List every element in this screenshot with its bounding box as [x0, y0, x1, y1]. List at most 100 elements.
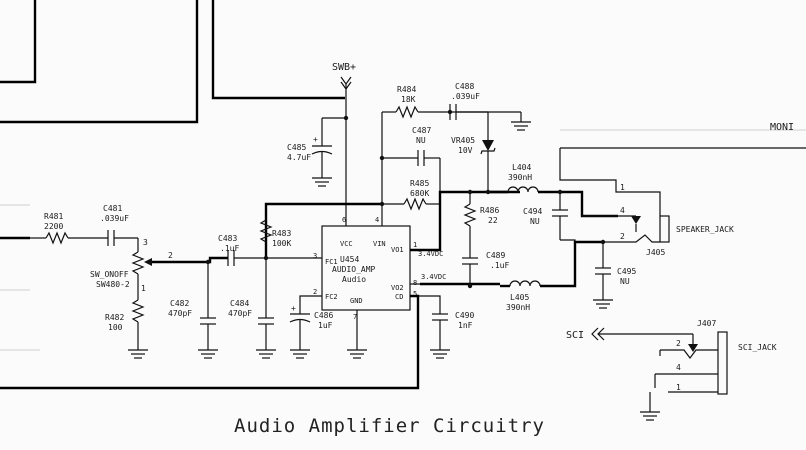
capacitor-c490: C490 1nF [410, 295, 474, 350]
svg-text:NU: NU [416, 136, 426, 145]
ground-icon [347, 349, 367, 359]
svg-text:2: 2 [168, 251, 173, 260]
svg-text:680K: 680K [410, 189, 429, 198]
ic-pin-vin: VIN [373, 240, 386, 248]
svg-text:+: + [313, 135, 318, 144]
svg-text:C494: C494 [523, 207, 542, 216]
svg-text:1uF: 1uF [318, 321, 333, 330]
capacitor-c488: C488 .039uF [449, 82, 521, 120]
svg-text:8: 8 [413, 279, 417, 287]
svg-text:5: 5 [413, 290, 417, 298]
svg-text:C488: C488 [455, 82, 474, 91]
svg-text:NU: NU [530, 217, 540, 226]
svg-text:1: 1 [676, 383, 681, 392]
upper-block-outline [0, 0, 345, 124]
resistor-r482: R482 100 [105, 299, 145, 350]
ground-icon [430, 349, 450, 359]
svg-text:R482: R482 [105, 313, 124, 322]
svg-text:390nH: 390nH [508, 173, 532, 182]
svg-text:470pF: 470pF [228, 309, 252, 318]
ground-icon [312, 177, 332, 187]
ground-icon [198, 349, 218, 359]
ground-icon [256, 349, 276, 359]
svg-text:C484: C484 [230, 299, 249, 308]
sci-signal-label: SCI [566, 330, 584, 341]
swb-supply: SWB+ [332, 62, 356, 226]
c485-ref: C485 [287, 143, 306, 152]
ground-icon [290, 349, 310, 359]
c485-value: 4.7uF [287, 153, 311, 162]
svg-text:.039uF: .039uF [100, 214, 129, 223]
ic-pin-cd: CD [395, 293, 403, 301]
ic-pin-vo1: VO1 [391, 246, 404, 254]
ic-pin-vo2: VO2 [391, 284, 404, 292]
ic-pin-vcc: VCC [340, 240, 353, 248]
svg-text:2: 2 [313, 288, 317, 296]
capacitor-c489: C489 .1uF [462, 251, 509, 286]
j407-ref: J407 [697, 319, 716, 328]
connector-j405: 1 4 2 J405 SPEAKER_JACK [559, 148, 734, 257]
svg-text:C483: C483 [218, 234, 237, 243]
ground-icon [511, 121, 531, 131]
svg-text:VR405: VR405 [451, 136, 475, 145]
capacitor-c486: + C486 1uF [289, 295, 333, 350]
svg-text:L404: L404 [512, 163, 531, 172]
capacitor-c485: + C485 4.7uF [287, 117, 346, 178]
svg-text:390nH: 390nH [506, 303, 530, 312]
svg-text:C481: C481 [103, 204, 122, 213]
svg-text:2: 2 [676, 339, 681, 348]
svg-text:R481: R481 [44, 212, 63, 221]
voltage-vo2: 3.4VDC [421, 273, 446, 281]
svg-text:1: 1 [620, 183, 625, 192]
ic-desc: Audio [342, 275, 366, 284]
voltage-vo1: 3.4VDC [418, 250, 443, 258]
inductor-l404: L404 390nH [488, 163, 618, 218]
ic-ref: U454 [340, 255, 359, 264]
capacitor-c481: C481 .039uF [100, 204, 138, 246]
svg-text:.1uF: .1uF [220, 244, 239, 253]
svg-text:4: 4 [375, 216, 379, 224]
ic-name: AUDIO_AMP [332, 265, 376, 274]
ground-icon [128, 349, 148, 359]
capacitor-c482: C482 470pF [168, 262, 216, 350]
switch-name: SW_ONOFF [90, 270, 129, 279]
capacitor-c495: C495 NU [595, 242, 636, 300]
inductor-l405: L405 390nH [500, 240, 603, 312]
capacitor-c483: C483 .1uF [218, 234, 322, 266]
resistor-r486: R486 22 [463, 192, 499, 258]
svg-text:3: 3 [313, 252, 317, 260]
resistor-r485: R485 680K [382, 179, 440, 211]
svg-text:18K: 18K [401, 95, 416, 104]
svg-text:1: 1 [141, 284, 146, 293]
svg-text:R484: R484 [397, 85, 416, 94]
svg-text:C487: C487 [412, 126, 431, 135]
ic-pin-fc1: FC1 [325, 258, 338, 266]
svg-text:22: 22 [488, 216, 498, 225]
svg-text:C490: C490 [455, 311, 474, 320]
ground-icon [593, 299, 613, 309]
svg-text:.1uF: .1uF [490, 261, 509, 270]
svg-text:2: 2 [620, 232, 625, 241]
svg-text:4: 4 [676, 363, 681, 372]
svg-text:R483: R483 [272, 229, 291, 238]
svg-text:C489: C489 [486, 251, 505, 260]
resistor-r484: R484 18K [382, 85, 450, 119]
connector-j407: SCI 2 4 1 J407 SCI_JACK [566, 319, 777, 412]
moni-label: MONI [770, 122, 794, 133]
resistor-r481: R481 2200 [30, 212, 108, 245]
svg-text:R486: R486 [480, 206, 499, 215]
svg-text:100: 100 [108, 323, 123, 332]
speaker-jack-label: SPEAKER_JACK [676, 225, 734, 234]
svg-text:10V: 10V [458, 146, 473, 155]
svg-text:3: 3 [143, 238, 148, 247]
ground-icon [640, 411, 660, 421]
svg-text:7: 7 [353, 313, 357, 321]
capacitor-c494: C494 NU [523, 192, 568, 240]
resistor-r483: R483 100K [259, 202, 382, 258]
svg-text:6: 6 [342, 216, 346, 224]
swb-label: SWB+ [332, 62, 356, 73]
svg-text:4: 4 [620, 206, 625, 215]
svg-text:L405: L405 [510, 293, 529, 302]
ic-pin-fc2: FC2 [325, 293, 338, 301]
